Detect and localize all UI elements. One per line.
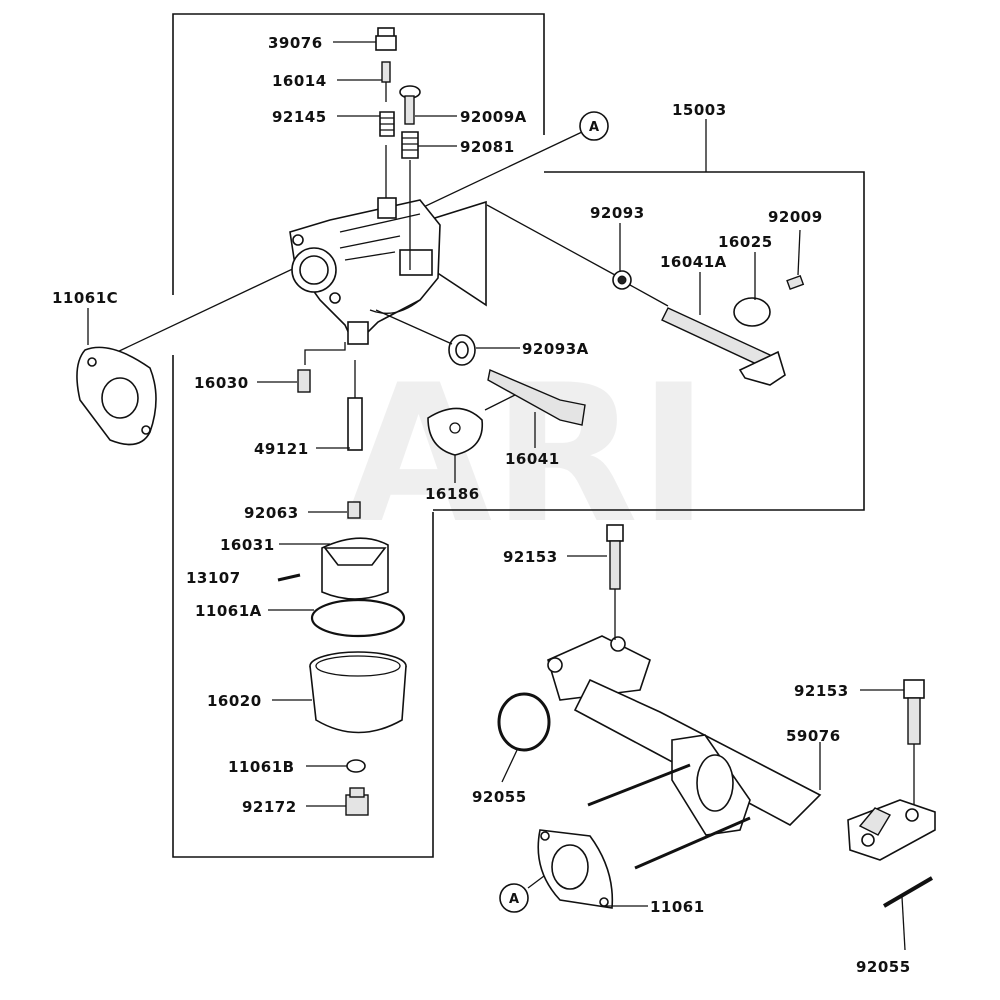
label-39076: 39076 — [268, 34, 323, 52]
o-ring-11061A — [310, 598, 406, 638]
o-ring-92055 — [497, 692, 551, 752]
pin-13107 — [277, 573, 301, 582]
spring-92145 — [379, 111, 395, 137]
jet-49121 — [347, 360, 363, 451]
gasket-11061C — [76, 346, 157, 446]
label-92172: 92172 — [242, 798, 297, 816]
label-92153-upper: 92153 — [503, 548, 558, 566]
label-92055-rod: 92055 — [856, 958, 911, 976]
svg-text:A: A — [509, 892, 519, 907]
label-11061C: 11061C — [52, 289, 118, 307]
label-16041A: 16041A — [660, 253, 727, 271]
linkage-frame — [421, 171, 865, 511]
throttle-shaft-16041 — [487, 369, 586, 426]
label-11061A: 11061A — [195, 602, 262, 620]
svg-text:A: A — [589, 120, 599, 135]
carburetor-frame — [172, 13, 545, 858]
screw-92009 — [786, 274, 805, 290]
part-labels: 39076 16014 92145 92009A 92081 15003 110… — [52, 34, 911, 976]
main-jet-cap-39076 — [375, 27, 397, 51]
label-11061: 11061 — [650, 898, 705, 916]
intake-manifold-59076 — [547, 635, 936, 870]
label-92009: 92009 — [768, 208, 823, 226]
label-92081: 92081 — [460, 138, 515, 156]
screw-92009A — [399, 85, 421, 125]
reference-marker-a-top: A — [579, 111, 609, 141]
watermark: ARI — [345, 344, 709, 565]
label-11061B: 11061B — [228, 758, 295, 776]
bolt-92153-lower — [903, 679, 925, 805]
washer-11061B — [346, 759, 366, 773]
float-16031 — [321, 537, 389, 600]
float-bowl-16020 — [309, 651, 407, 734]
label-92093: 92093 — [590, 204, 645, 222]
label-92145: 92145 — [272, 108, 327, 126]
screw-16030 — [297, 369, 311, 393]
throttle-plate-16186 — [427, 407, 484, 456]
seal-92093 — [612, 270, 632, 290]
bolt-92153-upper — [606, 524, 624, 640]
gasket-11061 — [537, 829, 614, 909]
label-92055-oring: 92055 — [472, 788, 527, 806]
label-92153-lower: 92153 — [794, 682, 849, 700]
spring-92081 — [401, 131, 419, 159]
label-59076: 59076 — [786, 727, 841, 745]
choke-plate-16025 — [733, 297, 771, 327]
drain-screw-92063 — [347, 501, 361, 519]
label-16041: 16041 — [505, 450, 560, 468]
collar-92093A — [448, 334, 476, 366]
label-16030: 16030 — [194, 374, 249, 392]
label-92063: 92063 — [244, 504, 299, 522]
reference-marker-a-bottom: A — [499, 883, 529, 913]
bolt-92172 — [345, 787, 369, 816]
label-16014: 16014 — [272, 72, 327, 90]
label-92009A: 92009A — [460, 108, 527, 126]
rod-92055 — [882, 876, 934, 908]
choke-shaft-16041A — [661, 307, 786, 386]
label-16025: 16025 — [718, 233, 773, 251]
label-16186: 16186 — [425, 485, 480, 503]
label-13107: 13107 — [186, 569, 241, 587]
leader-lines — [87, 41, 906, 951]
label-92093A: 92093A — [522, 340, 589, 358]
label-16031: 16031 — [220, 536, 275, 554]
label-15003: 15003 — [672, 101, 727, 119]
label-49121: 49121 — [254, 440, 309, 458]
label-16020: 16020 — [207, 692, 262, 710]
pilot-screw-16014 — [381, 61, 391, 102]
carburetor-body — [289, 197, 441, 345]
